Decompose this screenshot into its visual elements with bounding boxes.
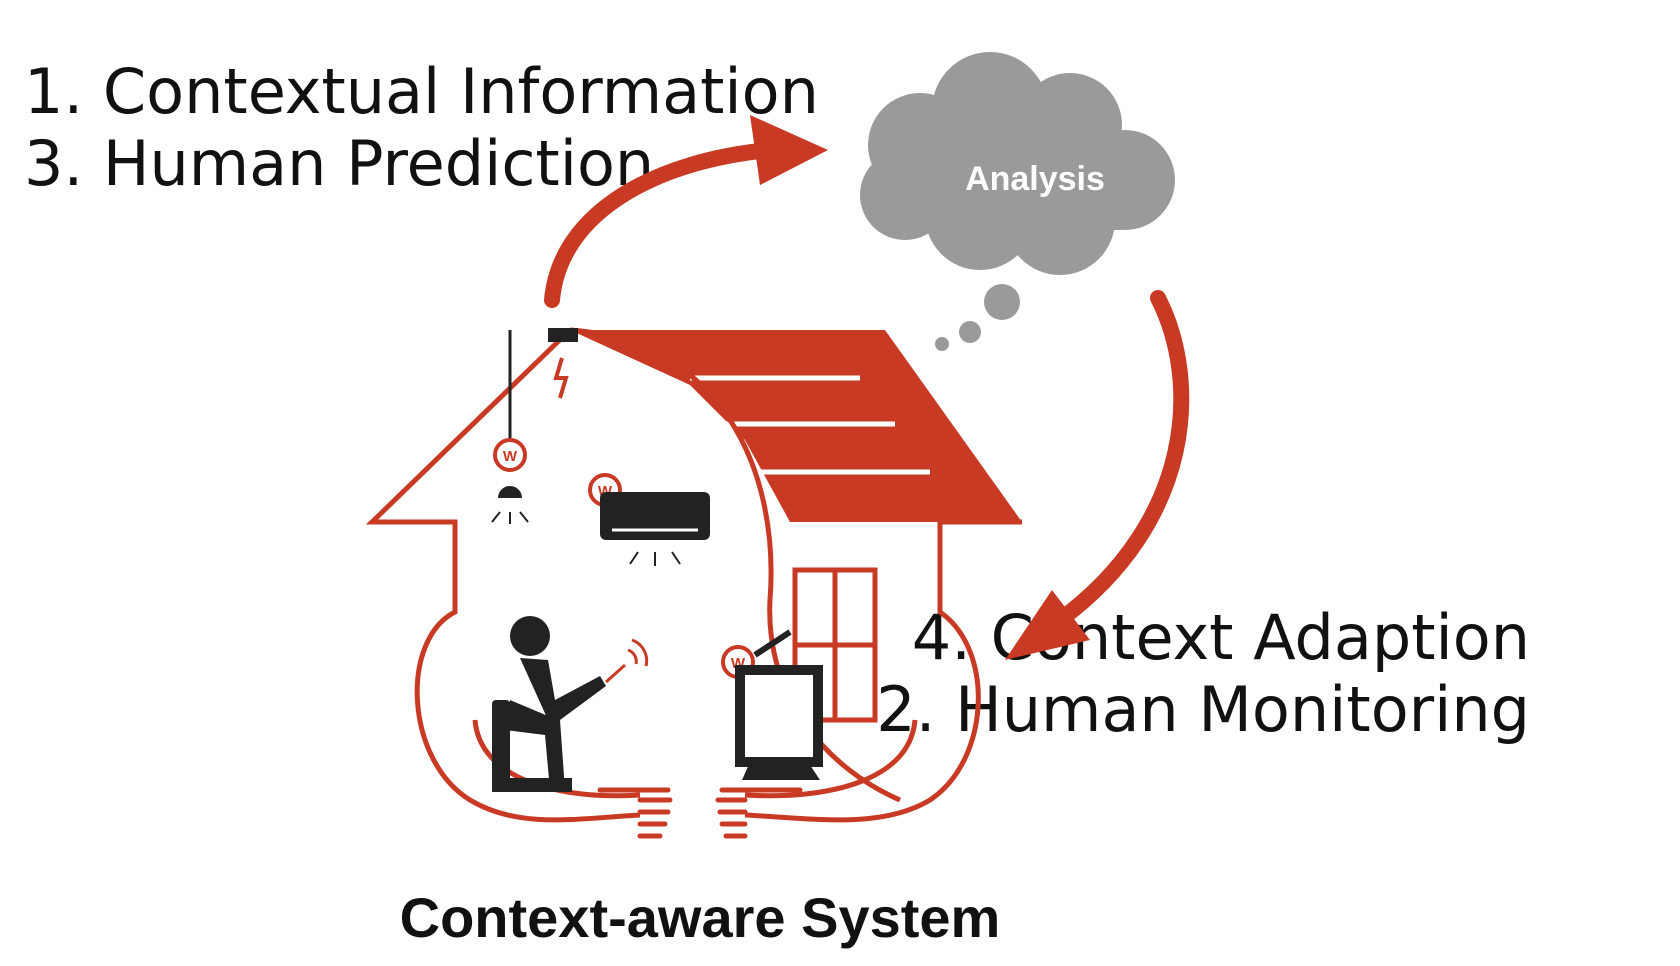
person-icon: [492, 616, 606, 792]
step-human-prediction: 3. Human Prediction: [24, 127, 655, 200]
monitor-icon: [735, 629, 823, 780]
ceiling-sensor-icon: [548, 328, 578, 399]
lamp-icon: [491, 486, 529, 524]
window-icon: [792, 567, 878, 723]
hands-icon: [597, 787, 803, 839]
left-step-labels: 1. Contextual Information 3. Human Predi…: [24, 56, 819, 200]
curtain-curve: [569, 327, 901, 803]
remote-signal-icon: [604, 638, 649, 684]
arrow-to-analysis: [544, 142, 778, 308]
step-context-adaption: 4. Context Adaption: [911, 601, 1530, 674]
arrow-from-analysis-head: [1005, 590, 1090, 660]
analysis-cloud-icon: [860, 52, 1175, 351]
inner-arm-right: [744, 719, 918, 799]
diagram-caption: Context-aware System: [399, 886, 1001, 949]
air-conditioner-icon: [600, 492, 710, 566]
arrow-from-analysis: [1052, 290, 1190, 628]
arrow-to-analysis-head: [750, 115, 828, 185]
sensor-badge-lamp: W: [493, 438, 527, 472]
house-outline: [365, 328, 1022, 823]
cloud-analysis-text: Analysis: [965, 160, 1105, 198]
svg-text:W: W: [503, 448, 518, 465]
step-contextual-information: 1. Contextual Information: [24, 55, 819, 128]
step-human-monitoring: 2. Human Monitoring: [876, 673, 1530, 746]
right-step-labels: 4. Context Adaption 2. Human Monitoring: [876, 602, 1530, 746]
